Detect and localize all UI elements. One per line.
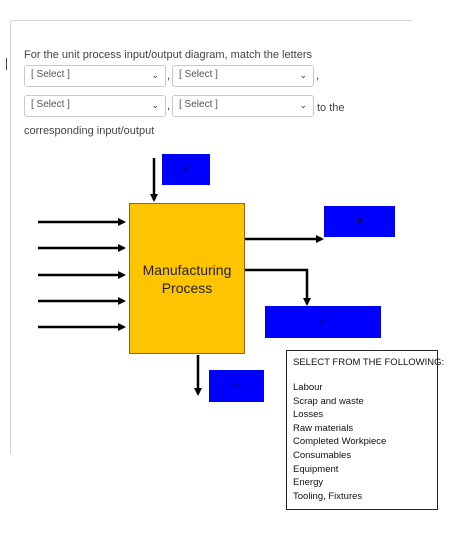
select-letter-1[interactable]: [ Select ] ⌄ xyxy=(24,65,166,87)
question-continuation: corresponding input/output xyxy=(24,125,155,137)
select-value: [ Select ] xyxy=(31,69,70,80)
select-letter-4[interactable]: [ Select ] ⌄ xyxy=(172,95,314,117)
chevron-down-icon: ⌄ xyxy=(151,70,159,80)
comma-separator: , xyxy=(167,70,171,82)
option-item: Scrap and waste xyxy=(293,395,364,407)
select-value: [ Select ] xyxy=(179,69,218,80)
option-item: Equipment xyxy=(293,463,339,475)
option-item: Tooling, Fixtures xyxy=(293,490,363,502)
text-cursor xyxy=(6,58,7,70)
option-item: Completed Workpiece xyxy=(293,436,387,448)
process-label-line1: Manufacturing xyxy=(142,261,232,278)
top-divider xyxy=(10,20,413,21)
process-label-line2: Process xyxy=(161,279,213,296)
label-c-text: C xyxy=(320,318,326,326)
options-title: SELECT FROM THE FOLLOWING: xyxy=(293,357,445,368)
select-value: [ Select ] xyxy=(31,99,70,110)
label-box-a: A xyxy=(162,154,210,185)
manufacturing-process-box: Manufacturing Process xyxy=(129,203,245,354)
option-item: Consumables xyxy=(293,449,352,461)
chevron-down-icon: ⌄ xyxy=(299,100,307,110)
question-prompt: For the unit process input/output diagra… xyxy=(24,49,312,61)
left-divider xyxy=(10,20,11,454)
label-box-d: D xyxy=(209,370,264,402)
comma-separator: , xyxy=(167,100,171,112)
option-item: Energy xyxy=(293,477,324,489)
comma-separator: , xyxy=(316,70,320,82)
select-letter-2[interactable]: [ Select ] ⌄ xyxy=(172,65,314,87)
chevron-down-icon: ⌄ xyxy=(151,100,159,110)
label-box-c: C xyxy=(265,306,381,338)
option-item: Raw materials xyxy=(293,422,354,434)
label-a-text: A xyxy=(183,166,189,173)
label-d-text: D xyxy=(233,382,240,390)
select-letter-3[interactable]: [ Select ] ⌄ xyxy=(24,95,166,117)
label-b-text: B xyxy=(357,218,362,225)
arrow-output-c xyxy=(245,268,311,306)
chevron-down-icon: ⌄ xyxy=(299,70,307,80)
options-list-box: SELECT FROM THE FOLLOWING: Labour Scrap … xyxy=(286,350,445,510)
select-value: [ Select ] xyxy=(179,99,218,110)
label-box-b: B xyxy=(324,206,395,237)
option-item: Losses xyxy=(293,409,324,421)
to-the-text: to the xyxy=(317,102,345,114)
option-item: Labour xyxy=(293,382,323,393)
